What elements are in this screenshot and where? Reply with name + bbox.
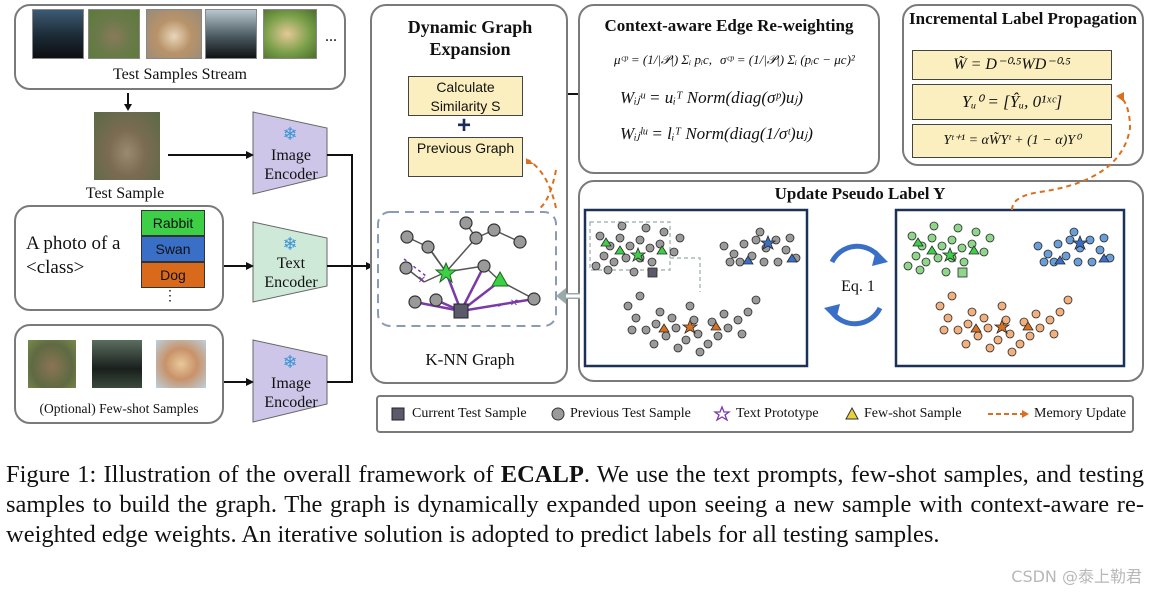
knn-fewshot-sample [491,270,509,287]
caption-prefix: Figure 1: Illustration of the overall fr… [6,461,501,488]
knn-current-sample [453,303,469,319]
image-encoder-bottom-shape [252,339,328,423]
label-propagation-title: Incremental Label Propagation [909,9,1137,28]
legend-square-icon [391,407,405,421]
similarity-box: Calculate Similarity S [408,76,523,116]
legend-previous: Previous Test Sample [570,406,691,421]
snowflake-icon-3: ❄ [282,352,297,373]
edge-reweighting-panel [578,4,880,174]
legend-circle-icon [551,407,565,421]
watermark: CSDN @泰上勒君 [1011,567,1142,586]
lp-eq1: W̃ = D⁻⁰·⁵WD⁻⁰·⁵ [912,50,1112,80]
stream-label: Test Samples Stream [113,66,247,83]
legend-triangle-icon [845,406,859,420]
knn-text-prototype [434,261,458,284]
stream-image-dog-2 [263,9,317,59]
eq-sigma: σᶜᵖ = (1/|𝒫|) Σᵢ (pᵢc − μc)² [720,52,855,67]
class-rabbit: Rabbit [141,210,205,236]
class-swan: Swan [141,236,205,262]
legend-text-proto: Text Prototype [736,406,819,421]
knn-graph-label: K-NN Graph [425,350,515,369]
text-encoder-shape [252,221,328,303]
stream-image-dog [146,9,202,59]
legend-current: Current Test Sample [412,406,527,421]
legend-star-icon [713,405,731,422]
dynamic-graph-title: Dynamic Graph Expansion [407,17,533,59]
stream-more: ... [325,28,337,45]
stream-image-rabbit [88,9,140,59]
image-encoder-top-shape [252,111,328,195]
image-encoder-bottom-label: Image Encoder [264,375,318,411]
class-dog: Dog [141,262,205,288]
plus-sign: + [456,112,471,139]
legend-memory: Memory Update [1034,406,1127,421]
snowflake-icon-1: ❄ [282,124,297,145]
lp-eq3: Yᵗ⁺¹ = αW̃Yᵗ + (1 − α)Y⁰ [912,124,1112,158]
prompt-text: A photo of a <class> [26,233,121,278]
test-sample-label: Test Sample [85,185,165,202]
caption-suffix: . We use the text prompts, few-shot samp… [6,461,1145,548]
classes-more: ⋮ [163,289,177,304]
test-sample-image [94,112,160,180]
legend-panel [376,395,1134,433]
eq-wu: Wᵢⱼᵘ = uᵢᵀ Norm(diag(σᵖ)uⱼ) [620,88,804,107]
dynamic-graph-panel [370,4,568,384]
lp-eq2: Yᵤ⁰ = [Ŷᵤ, 0¹ˣᶜ] [912,84,1112,120]
fewshot-image-rabbit [28,340,76,388]
svg-text:✕: ✕ [510,298,518,309]
figure-caption: Figure 1: Illustration of the overall fr… [6,460,1144,550]
text-encoder-label: Text Encoder [264,255,318,291]
stream-image-swan-2 [205,9,257,59]
eq-wlu: Wᵢⱼˡᵘ = lᵢᵀ Norm(diag(1/σᵗ)uⱼ) [620,124,813,143]
eq-cycle-label: Eq. 1 [836,278,880,296]
legend-fewshot: Few-shot Sample [864,406,962,421]
caption-bold: ECALP [500,461,584,488]
eq-cycle-text: Eq. 1 [841,278,875,295]
update-label-title: Update Pseudo Label Y [774,184,946,203]
previous-graph-box: Previous Graph [408,137,523,177]
fewshot-label: (Optional) Few-shot Samples [39,401,199,416]
fewshot-image-swan [92,340,142,388]
eq-mu: μᶜᵖ = (1/|𝒫|) Σᵢ pᵢc, [614,52,713,67]
image-encoder-top-label: Image Encoder [264,147,318,183]
stream-image-swan [32,9,84,59]
svg-text:✕: ✕ [418,275,426,286]
fewshot-image-dog [156,340,206,388]
edge-reweighting-title: Context-aware Edge Re-weighting [604,16,854,35]
snowflake-icon-2: ❄ [282,234,297,255]
knn-dashed-frame [377,211,557,327]
